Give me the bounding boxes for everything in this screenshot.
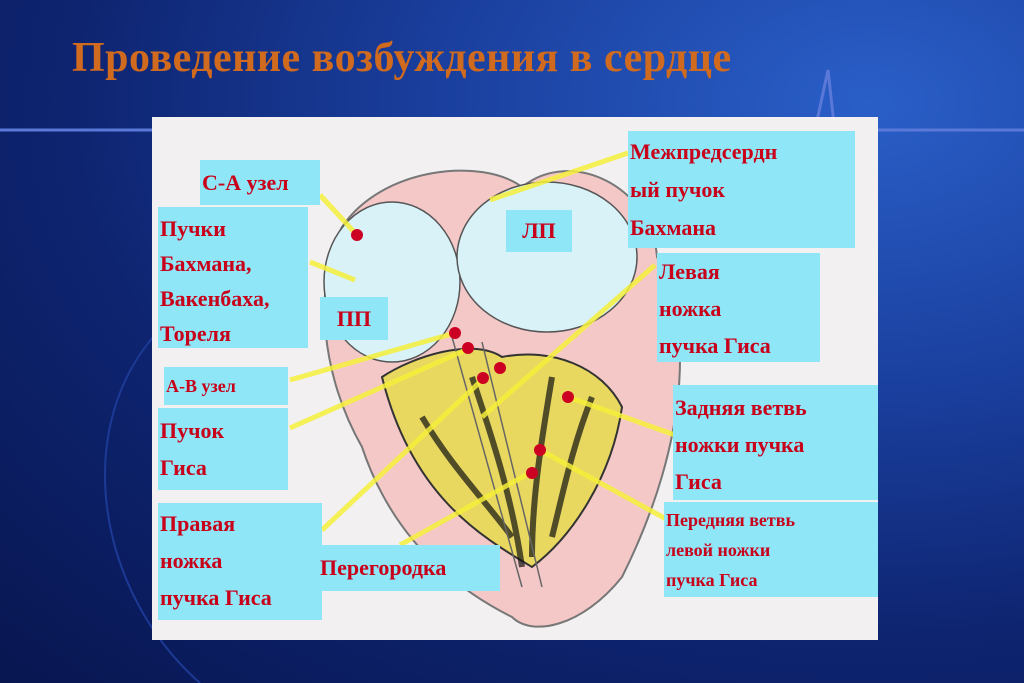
label-posterior-branch: Задняя ветвь ножки пучка Гиса xyxy=(673,385,878,500)
label-anterior-branch: Передняя ветвь левой ножки пучка Гиса xyxy=(664,502,878,597)
heart-conduction-illustration xyxy=(288,150,681,628)
label-septum: Перегородка xyxy=(318,545,500,591)
label-line: Тореля xyxy=(160,321,231,346)
label-left-atrium: ЛП xyxy=(506,210,572,252)
label-right-atrium: ПП xyxy=(320,297,388,340)
label-line: Межпредсердн xyxy=(630,139,778,164)
av-node-dot xyxy=(449,327,461,339)
posterior-branch-dot xyxy=(562,391,574,403)
label-line: Гиса xyxy=(160,455,207,480)
conduction-nodes xyxy=(351,229,574,479)
label-left-bundle-branch: Левая ножка пучка Гиса xyxy=(657,253,820,362)
anterior-branch-dot xyxy=(534,444,546,456)
label-line: Правая xyxy=(160,511,236,536)
label-line: Задняя ветвь xyxy=(675,395,807,420)
label-line: Бахмана xyxy=(630,215,717,240)
label-line: пучка Гиса xyxy=(659,333,771,358)
label-interatrial-bundle: Межпредсердн ый пучок Бахмана xyxy=(628,131,855,248)
septum-dot xyxy=(526,467,538,479)
label-line: ый пучок xyxy=(630,177,726,202)
label-line: Бахмана, xyxy=(160,251,252,276)
label-line: Гиса xyxy=(675,469,722,494)
label-line: ножка xyxy=(160,548,223,573)
slide-title: Проведение возбуждения в сердце xyxy=(72,35,732,81)
label-line: левой ножки xyxy=(666,540,771,560)
his-bundle-dot xyxy=(462,342,474,354)
label-line: Передняя ветвь xyxy=(666,510,795,530)
label-line: пучка Гиса xyxy=(160,585,272,610)
label-right-bundle-branch: Правая ножка пучка Гиса xyxy=(158,503,322,620)
label-his-bundle: Пучок Гиса xyxy=(158,408,288,490)
label-line: Пучки xyxy=(160,216,226,241)
left-branch-dot xyxy=(494,362,506,374)
label-line: пучка Гиса xyxy=(666,570,758,590)
sa-node-dot xyxy=(351,229,363,241)
label-bachmann-bundles: Пучки Бахмана, Вакенбаха, Тореля xyxy=(158,207,308,348)
label-line: ножки пучка xyxy=(675,432,805,457)
label-line: Вакенбаха, xyxy=(160,286,270,311)
label-av-node: А-В узел xyxy=(164,367,288,405)
heart-diagram-panel: С-А узел Пучки Бахмана, Вакенбаха, Торел… xyxy=(152,117,878,640)
label-line: ножка xyxy=(659,296,722,321)
label-line: Пучок xyxy=(160,418,225,443)
label-line: Левая xyxy=(659,259,720,284)
right-branch-dot xyxy=(477,372,489,384)
label-sa-node: С-А узел xyxy=(200,160,320,205)
